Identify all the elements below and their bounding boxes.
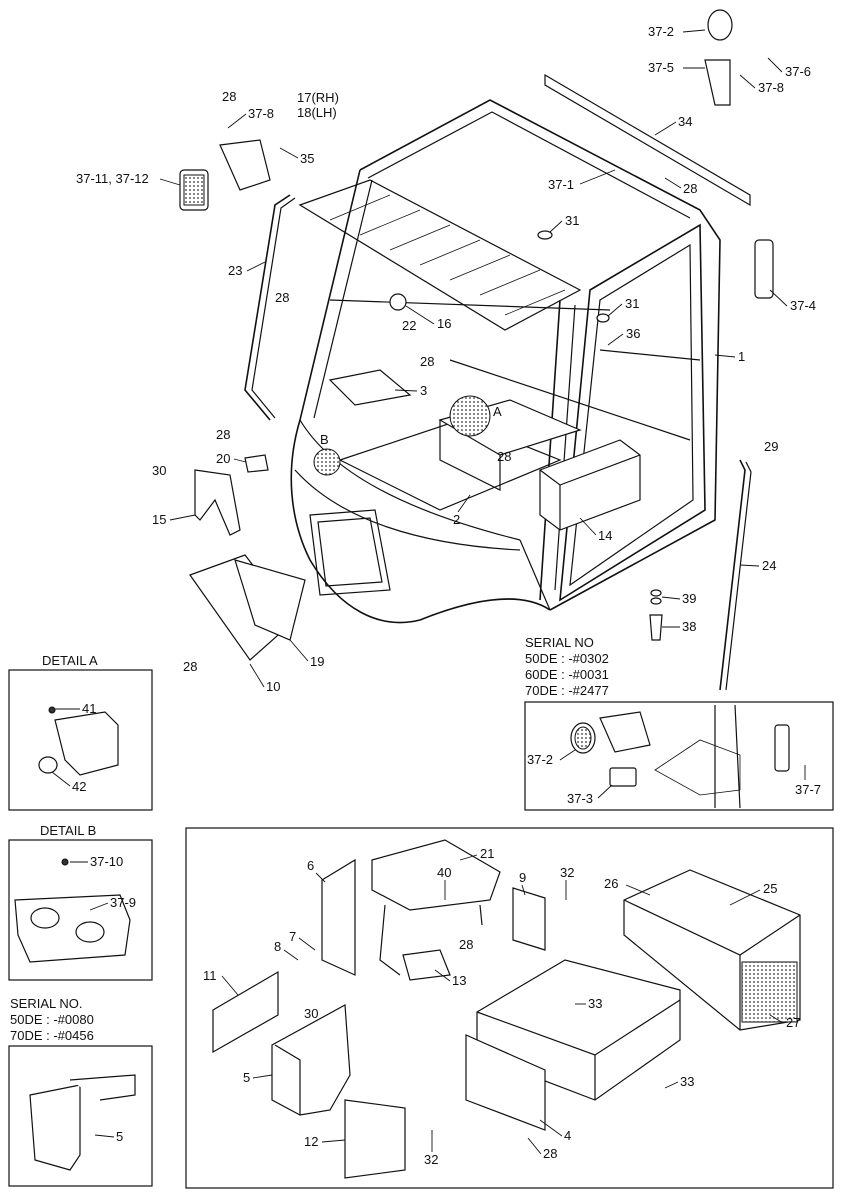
label-12: 12 <box>304 1134 318 1149</box>
label-28-d: 28 <box>497 449 511 464</box>
cabin-assembly <box>179 9 774 691</box>
label-25: 25 <box>763 881 777 896</box>
label-42: 42 <box>72 779 86 794</box>
detail-b-title: DETAIL B <box>40 823 96 838</box>
label-37-8: 37-8 <box>248 106 274 121</box>
label-5: 5 <box>243 1070 250 1085</box>
label-36: 36 <box>626 326 640 341</box>
serial-left-line-1: 50DE : -#0080 <box>10 1012 94 1027</box>
serial-left-line-2: 70DE : -#0456 <box>10 1028 94 1043</box>
label-17: 17(RH) <box>297 90 339 105</box>
label-37-10: 37-10 <box>90 854 123 869</box>
label-2: 2 <box>453 512 460 527</box>
detail-a-title: DETAIL A <box>42 653 98 668</box>
serial-left-panel: SERIAL NO. 50DE : -#0080 70DE : -#0456 5 <box>8 996 153 1187</box>
label-41: 41 <box>82 701 96 716</box>
label-31-top: 31 <box>565 213 579 228</box>
label-5-left: 5 <box>116 1129 123 1144</box>
label-26: 26 <box>604 876 618 891</box>
serial-right-line-2: 60DE : -#0031 <box>525 667 609 682</box>
label-28-roof: 28 <box>683 181 697 196</box>
mirror-icon <box>389 293 407 311</box>
label-32-top: 32 <box>560 865 574 880</box>
label-8: 8 <box>274 939 281 954</box>
main-labels: 37-2 37-5 37-6 37-8 34 37-1 28 17(RH) 18… <box>76 24 816 694</box>
detail-a-panel: DETAIL A 41 42 <box>8 653 153 811</box>
label-A: A <box>493 404 502 419</box>
detail-b-panel: DETAIL B 37-10 37-9 <box>8 823 153 981</box>
label-37-6: 37-6 <box>785 64 811 79</box>
detail-b-marker <box>313 448 341 476</box>
label-6: 6 <box>307 858 314 873</box>
label-7: 7 <box>289 929 296 944</box>
label-37-9: 37-9 <box>110 895 136 910</box>
label-9: 9 <box>519 870 526 885</box>
label-B: B <box>320 432 329 447</box>
label-40: 40 <box>437 865 451 880</box>
label-24: 24 <box>762 558 776 573</box>
label-10: 10 <box>266 679 280 694</box>
label-28-c: 28 <box>420 354 434 369</box>
label-1: 1 <box>738 349 745 364</box>
label-37-11-12: 37-11, 37-12 <box>76 171 149 186</box>
serial-right-title: SERIAL NO <box>525 635 594 650</box>
label-33-top: 33 <box>588 996 602 1011</box>
label-37-7: 37-7 <box>795 782 821 797</box>
label-18: 18(LH) <box>297 105 337 120</box>
label-39: 39 <box>682 591 696 606</box>
label-37-5: 37-5 <box>648 60 674 75</box>
beacon-icon <box>707 9 733 41</box>
label-28-mid: 28 <box>275 290 289 305</box>
label-37-4: 37-4 <box>790 298 816 313</box>
label-27: 27 <box>786 1015 800 1030</box>
label-13: 13 <box>452 973 466 988</box>
label-30-left: 30 <box>152 463 166 478</box>
label-22: 22 <box>402 318 416 333</box>
label-28-e: 28 <box>459 937 473 952</box>
label-29: 29 <box>764 439 778 454</box>
roof-slats <box>298 179 582 331</box>
serial-right-line-1: 50DE : -#0302 <box>525 651 609 666</box>
label-28-left: 28 <box>216 427 230 442</box>
work-light-rear <box>754 239 774 299</box>
label-15: 15 <box>152 512 166 527</box>
label-28-bottom: 28 <box>183 659 197 674</box>
label-32-bottom: 32 <box>424 1152 438 1167</box>
label-16: 16 <box>437 316 451 331</box>
label-33-bottom: 33 <box>680 1074 694 1089</box>
label-37-8-top: 37-8 <box>758 80 784 95</box>
label-19: 19 <box>310 654 324 669</box>
label-35: 35 <box>300 151 314 166</box>
label-23: 23 <box>228 263 242 278</box>
label-37-1: 37-1 <box>548 177 574 192</box>
label-21: 21 <box>480 846 494 861</box>
label-37-3: 37-3 <box>567 791 593 806</box>
label-28-f: 28 <box>543 1146 557 1161</box>
label-34: 34 <box>678 114 692 129</box>
label-37-2-detail: 37-2 <box>527 752 553 767</box>
label-37-2-top: 37-2 <box>648 24 674 39</box>
detail-a-marker <box>449 395 491 437</box>
lower-assembly-panel: 6 21 40 9 32 26 25 7 28 8 13 11 33 30 27… <box>185 827 834 1189</box>
label-11: 11 <box>203 968 217 983</box>
serial-right-line-3: 70DE : -#2477 <box>525 683 609 698</box>
label-14: 14 <box>598 528 612 543</box>
serial-right-panel: SERIAL NO 50DE : -#0302 60DE : -#0031 70… <box>524 635 834 811</box>
label-28-top: 28 <box>222 89 236 104</box>
label-4: 4 <box>564 1128 571 1143</box>
label-3: 3 <box>420 383 427 398</box>
serial-left-title: SERIAL NO. <box>10 996 82 1011</box>
label-30-box: 30 <box>304 1006 318 1021</box>
label-31: 31 <box>625 296 639 311</box>
label-38: 38 <box>682 619 696 634</box>
label-20: 20 <box>216 451 230 466</box>
